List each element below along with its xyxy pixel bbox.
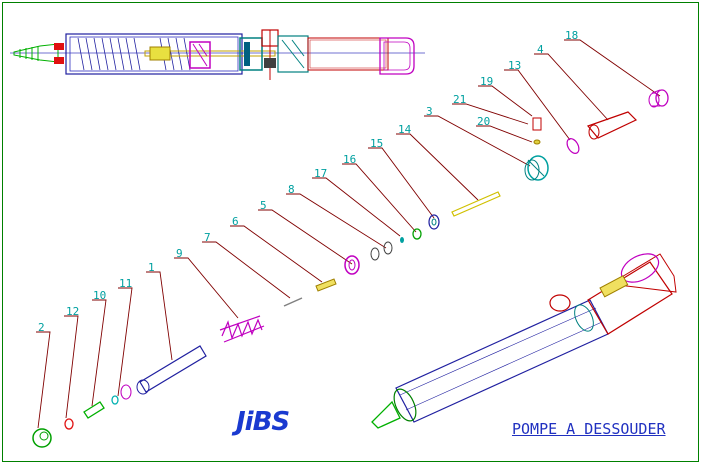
part-3 (524, 155, 549, 181)
drawing-border (2, 2, 699, 462)
part-label-5: 5 (260, 199, 267, 212)
part-5 (344, 255, 360, 275)
part-label-9: 9 (176, 247, 183, 260)
part-label-2: 2 (38, 321, 45, 334)
part-label-19: 19 (480, 75, 493, 88)
part-6 (315, 278, 337, 292)
part-16 (412, 228, 422, 240)
part-label-21: 21 (453, 93, 466, 106)
part-label-10: 10 (93, 289, 106, 302)
part-label-13: 13 (508, 59, 521, 72)
part-label-17: 17 (314, 167, 327, 180)
part-label-11: 11 (119, 277, 132, 290)
leader-lines (36, 39, 661, 429)
part-label-6: 6 (232, 215, 239, 228)
part-label-20: 20 (477, 115, 490, 128)
part-12 (64, 418, 74, 430)
part-1-tube (136, 345, 207, 395)
part-7 (283, 297, 303, 307)
part-8 (370, 241, 393, 261)
part-10 (83, 401, 105, 419)
part-label-1: 1 (148, 261, 155, 274)
part-21-19-20 (532, 117, 542, 145)
part-label-3: 3 (426, 105, 433, 118)
part-13 (566, 138, 580, 154)
drawing-title: POMPE A DESSOUDER (512, 420, 666, 438)
part-label-16: 16 (343, 153, 356, 166)
part-label-4: 4 (537, 43, 544, 56)
part-17 (400, 237, 404, 243)
part-label-14: 14 (398, 123, 412, 136)
company-logo: JiBS (236, 407, 290, 437)
part-15 (428, 214, 440, 230)
part-11 (111, 384, 132, 405)
part-label-15: 15 (370, 137, 383, 150)
part-18 (648, 89, 669, 108)
part-label-7: 7 (204, 231, 211, 244)
part-2 (32, 428, 52, 448)
part-4 (586, 111, 638, 140)
cross-section-view (10, 29, 425, 80)
part-9-spring (219, 315, 265, 343)
part-label-12: 12 (66, 305, 79, 318)
part-14 (451, 191, 501, 217)
assembled-pump-view (371, 253, 677, 429)
part-label-18: 18 (565, 29, 578, 42)
part-label-8: 8 (288, 183, 295, 196)
